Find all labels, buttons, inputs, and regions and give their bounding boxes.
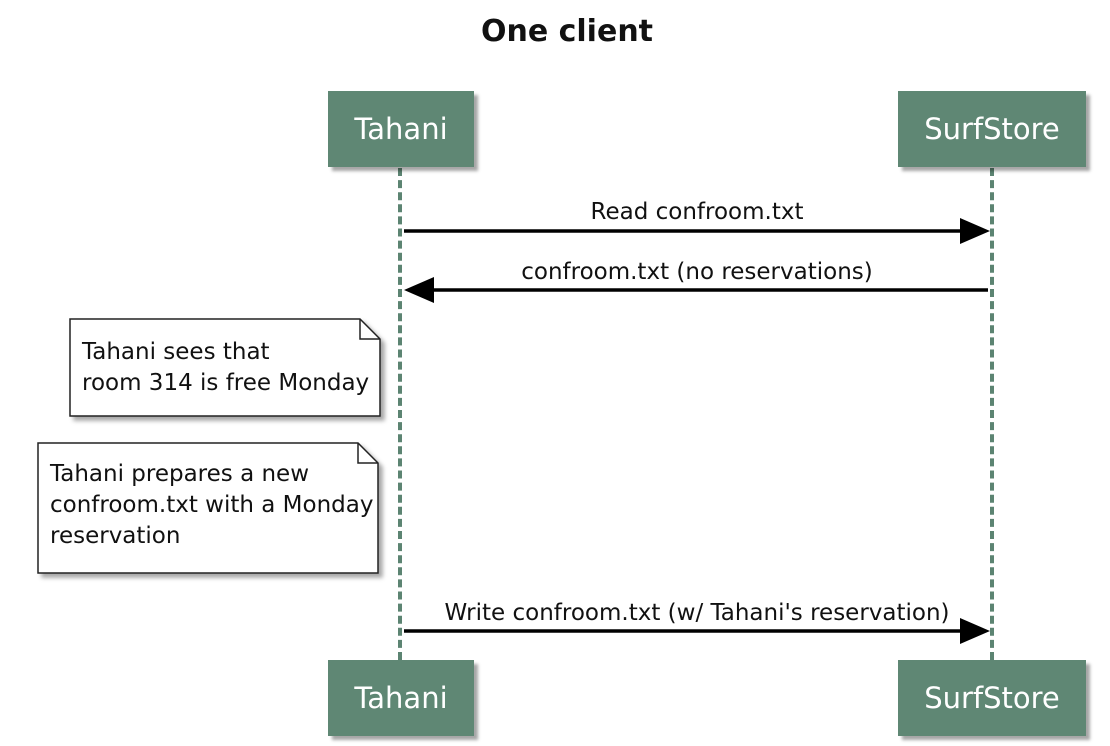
- diagram-title: One client: [480, 14, 654, 49]
- participant-tahani-top: Tahani: [328, 91, 474, 167]
- message-label-read: Read confroom.txt: [590, 199, 804, 225]
- participant-tahani-label: Tahani: [354, 681, 448, 715]
- participant-surfstore-bottom: SurfStore: [898, 660, 1086, 736]
- message-label-response: confroom.txt (no reservations): [521, 259, 873, 285]
- note-2: Tahani prepares a new confroom.txt with …: [38, 443, 378, 573]
- participant-tahani-label: Tahani: [354, 112, 448, 146]
- note-1-text: Tahani sees that room 314 is free Monday: [82, 339, 370, 396]
- participant-surfstore-top: SurfStore: [898, 91, 1086, 167]
- note-2-text: Tahani prepares a new confroom.txt with …: [50, 461, 374, 549]
- message-label-write: Write confroom.txt (w/ Tahani's reservat…: [444, 600, 950, 626]
- note-1: Tahani sees that room 314 is free Monday: [70, 319, 380, 416]
- lifeline-tahani: [398, 168, 402, 660]
- participant-surfstore-label: SurfStore: [924, 112, 1060, 146]
- lifeline-surfstore: [990, 168, 994, 660]
- participant-tahani-bottom: Tahani: [328, 660, 474, 736]
- participant-surfstore-label: SurfStore: [924, 681, 1060, 715]
